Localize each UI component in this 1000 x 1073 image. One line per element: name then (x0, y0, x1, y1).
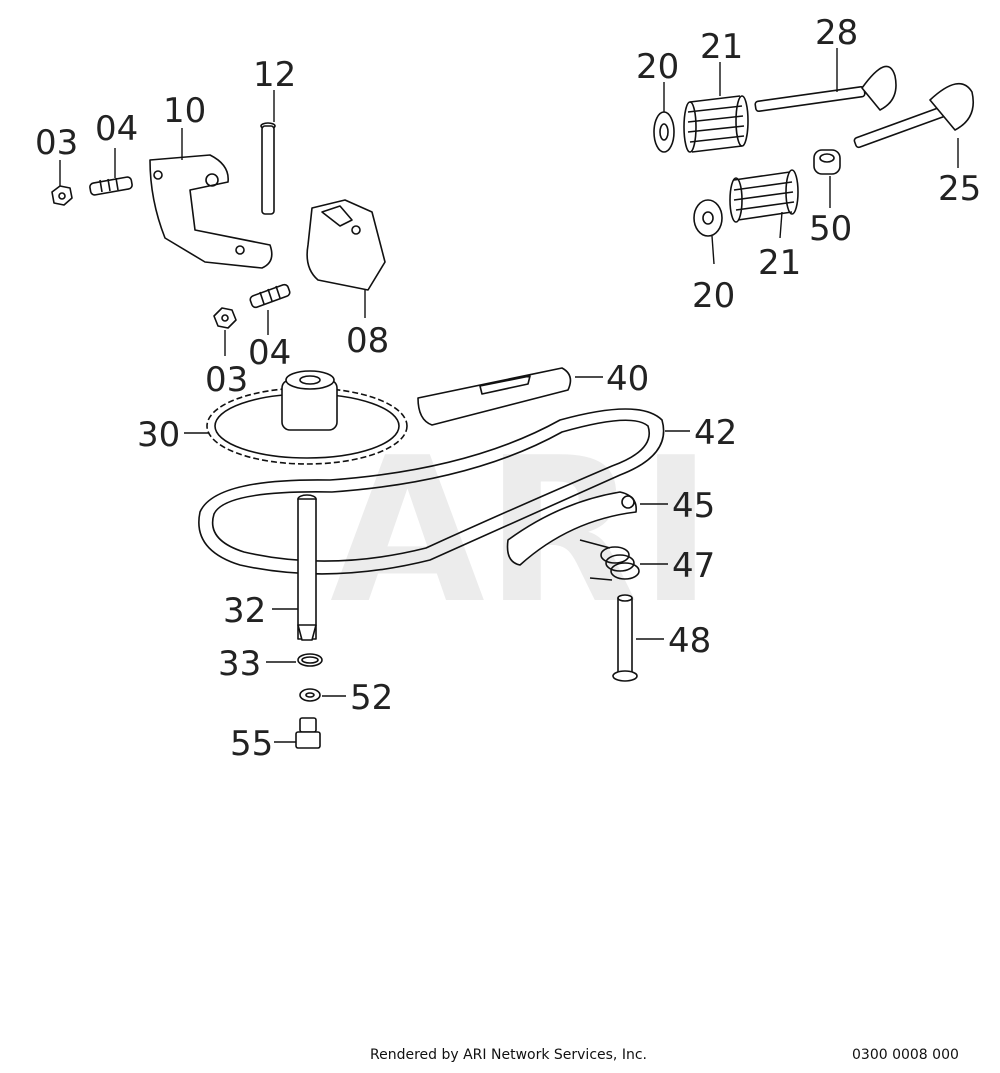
callout-03-bottom[interactable]: 03 (205, 360, 248, 400)
callout-04-bottom[interactable]: 04 (248, 333, 291, 373)
callout-08[interactable]: 08 (346, 321, 389, 361)
callout-28[interactable]: 28 (815, 13, 858, 53)
part-03-nut-bottom[interactable] (213, 307, 237, 329)
part-21-spring-bottom[interactable] (729, 169, 799, 223)
part-20-retainer-bottom[interactable] (693, 199, 723, 237)
callout-52[interactable]: 52 (350, 678, 393, 718)
part-08-housing[interactable] (306, 199, 386, 291)
callout-12[interactable]: 12 (253, 55, 296, 95)
callout-21-top[interactable]: 21 (700, 27, 743, 67)
callout-20-top[interactable]: 20 (636, 47, 679, 87)
callout-20-bottom[interactable]: 20 (692, 276, 735, 316)
callout-45[interactable]: 45 (672, 486, 715, 526)
footer-rendered-by: Rendered by ARI Network Services, Inc. (370, 1047, 647, 1063)
part-04-stud-top[interactable] (89, 176, 133, 196)
leader-lines (59, 48, 959, 743)
callout-10[interactable]: 10 (163, 91, 206, 131)
part-03-nut-top[interactable] (51, 185, 73, 206)
callout-33[interactable]: 33 (218, 644, 261, 684)
part-04-stud-bottom[interactable] (249, 283, 291, 309)
callout-32[interactable]: 32 (223, 591, 266, 631)
callout-47[interactable]: 47 (672, 546, 715, 586)
part-32-shaft[interactable] (297, 494, 317, 641)
part-25-valve[interactable] (853, 82, 974, 149)
footer-diagram-code: 0300 0008 000 (852, 1047, 959, 1063)
part-45-tensioner[interactable] (506, 491, 637, 566)
callout-55[interactable]: 55 (230, 724, 273, 764)
part-55-fitting[interactable] (295, 717, 321, 749)
part-40-guide[interactable] (417, 367, 572, 426)
callout-50[interactable]: 50 (809, 209, 852, 249)
callout-labels: 03 04 10 12 08 03 04 20 21 28 20 21 50 2… (35, 13, 981, 764)
callout-30[interactable]: 30 (137, 415, 180, 455)
part-10-bracket[interactable] (149, 154, 273, 269)
callout-25[interactable]: 25 (938, 169, 981, 209)
part-52-washer[interactable] (299, 688, 321, 702)
part-47-spring[interactable] (579, 539, 640, 581)
part-33-oring[interactable] (297, 653, 323, 667)
callout-40[interactable]: 40 (606, 359, 649, 399)
callout-21-bottom[interactable]: 21 (758, 243, 801, 283)
callout-03-top[interactable]: 03 (35, 123, 78, 163)
part-28-valve[interactable] (754, 65, 897, 113)
callout-42[interactable]: 42 (694, 413, 737, 453)
part-21-spring-top[interactable] (683, 95, 749, 153)
callout-48[interactable]: 48 (668, 621, 711, 661)
part-12-pin[interactable] (260, 122, 276, 215)
part-48-pin[interactable] (612, 594, 638, 682)
callout-04-top[interactable]: 04 (95, 109, 138, 149)
part-20-retainer-top[interactable] (653, 111, 675, 153)
part-30-cam-gear[interactable] (206, 370, 408, 465)
part-50-seal[interactable] (813, 149, 841, 175)
